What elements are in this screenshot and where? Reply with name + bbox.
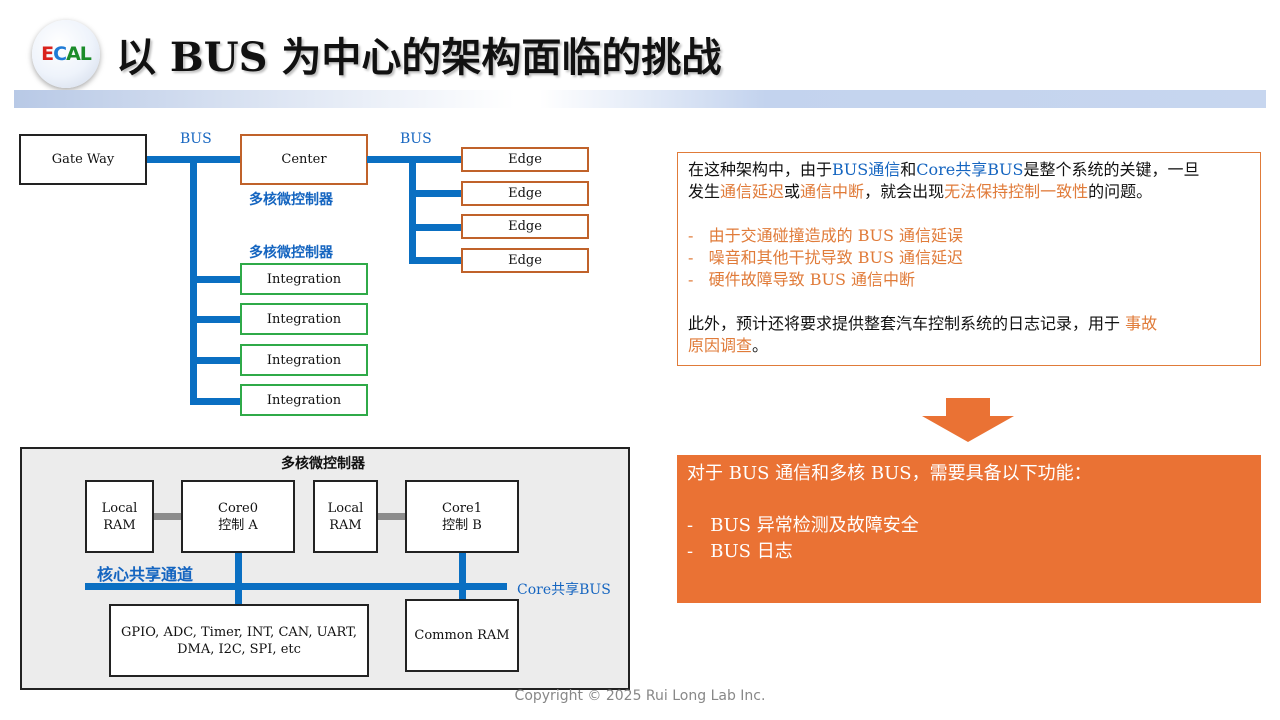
info-text: ，就会出现 (864, 182, 945, 201)
title-underline-bar (14, 90, 1266, 108)
bullet-item: - 硬件故障导致 BUS 通信中断 (688, 269, 1250, 291)
common-ram-label: Common RAM (414, 628, 510, 643)
highlight-delay: 通信延迟 (720, 182, 785, 201)
integration-box: Integration (240, 303, 368, 335)
edge-box: Edge (461, 181, 589, 206)
core-shared-bus (85, 583, 507, 590)
bullet-dash: - (687, 541, 711, 562)
bullet-text: 噪音和其他干扰导致 BUS 通信延迟 (708, 248, 964, 267)
info-line-4: 原因调查。 (688, 335, 1250, 357)
requirement-text: BUS 异常检测及故障安全 (710, 515, 919, 536)
bullet-dash: - (688, 248, 709, 267)
requirements-panel: 对于 BUS 通信和多核 BUS，需要具备以下功能： - BUS 异常检测及故障… (677, 455, 1261, 603)
page-title: 以 BUS 为中心的架构面临的挑战 (116, 34, 722, 81)
info-text: 。 (752, 336, 769, 355)
local-ram-b-label: Local RAM (327, 500, 364, 533)
highlight-interrupt: 通信中断 (800, 182, 865, 201)
bus-branch-integration-3 (190, 357, 242, 364)
core0-box: Core0 控制 A (181, 480, 295, 553)
integration-label: Integration (266, 392, 342, 408)
logo-letters-al: AL (66, 43, 92, 65)
mcu-title: 多核微控制器 (281, 456, 365, 472)
core0-bus-link (235, 553, 242, 605)
bullet-text: 由于交通碰撞造成的 BUS 通信延误 (708, 226, 964, 245)
integration-label: Integration (266, 271, 342, 287)
info-line-1: 在这种架构中，由于BUS通信和Core共享BUS是整个系统的关键，一旦 (688, 159, 1250, 181)
info-text: 的问题。 (1088, 182, 1153, 201)
info-line-3: 此外，预计还将要求提供整套汽车控制系统的日志记录，用于 事故 (688, 313, 1250, 335)
bus-trunk-edge (409, 156, 416, 264)
integration-caption: 多核微控制器 (249, 245, 333, 261)
peripherals-label: GPIO, ADC, Timer, INT, CAN, UART, DMA, I… (121, 624, 357, 657)
bus-branch-integration-2 (190, 316, 242, 323)
logo-letter-c: C (53, 43, 67, 65)
edge-box: Edge (461, 147, 589, 172)
gateway-label: Gate Way (51, 152, 115, 167)
bullet-dash: - (688, 226, 709, 245)
bullet-item: - 由于交通碰撞造成的 BUS 通信延误 (688, 225, 1250, 247)
edge-box: Edge (461, 214, 589, 239)
copyright-footer: Copyright © 2025 Rui Long Lab Inc. (514, 688, 766, 704)
core1-box: Core1 控制 B (405, 480, 519, 553)
highlight-accident: 事故 (1125, 314, 1158, 333)
edge-label: Edge (508, 152, 542, 167)
bus-label-right: BUS (400, 131, 432, 147)
center-label: Center (281, 152, 327, 167)
highlight-bus-comm: BUS通信 (832, 160, 901, 179)
integration-box: Integration (240, 344, 368, 376)
highlight-core-bus: Core共享BUS (916, 160, 1024, 179)
bus-branch-integration-4 (190, 398, 242, 405)
challenge-text-panel: 在这种架构中，由于BUS通信和Core共享BUS是整个系统的关键，一旦 发生通信… (677, 152, 1261, 366)
local-ram-b-box: Local RAM (313, 480, 378, 553)
center-box: Center (240, 134, 368, 185)
requirement-item: - BUS 异常检测及故障安全 (687, 513, 1251, 539)
info-text: 在这种架构中，由于 (688, 160, 833, 179)
local-ram-a-box: Local RAM (85, 480, 154, 553)
info-line-2: 发生通信延迟或通信中断，就会出现无法保持控制一致性的问题。 (688, 181, 1250, 203)
bus-branch-edge-3 (409, 224, 463, 231)
requirements-heading: 对于 BUS 通信和多核 BUS，需要具备以下功能： (687, 463, 1092, 484)
gateway-box: Gate Way (19, 134, 147, 185)
shared-channel-label: 核心共享通道 (97, 565, 194, 584)
center-caption: 多核微控制器 (249, 192, 333, 208)
highlight-consistency: 无法保持控制一致性 (944, 182, 1089, 201)
info-text: 和 (900, 160, 917, 179)
bus-branch-integration-1 (190, 276, 242, 283)
edge-label: Edge (508, 219, 542, 234)
info-text: 是整个系统的关键，一旦 (1023, 160, 1200, 179)
bus-branch-edge-2 (409, 190, 463, 197)
integration-label: Integration (266, 311, 342, 327)
core1-label: Core1 控制 B (442, 500, 482, 533)
core-bus-label: Core共享BUS (517, 582, 611, 598)
info-text: 发生 (688, 182, 721, 201)
bullet-text: 硬件故障导致 BUS 通信中断 (708, 270, 916, 289)
edge-label: Edge (508, 186, 542, 201)
integration-box: Integration (240, 263, 368, 295)
bullet-dash: - (687, 515, 711, 536)
bus-branch-edge-4 (409, 257, 463, 264)
info-text: 此外，预计还将要求提供整套汽车控制系统的日志记录，用于 (688, 314, 1126, 333)
bullet-dash: - (688, 270, 709, 289)
core0-label: Core0 控制 A (218, 500, 258, 533)
integration-label: Integration (266, 352, 342, 368)
logo-letter-e: E (41, 43, 54, 65)
edge-label: Edge (508, 253, 542, 268)
bullet-item: - 噪音和其他干扰导致 BUS 通信延迟 (688, 247, 1250, 269)
requirement-text: BUS 日志 (710, 541, 793, 562)
requirement-item: - BUS 日志 (687, 539, 1251, 565)
common-ram-box: Common RAM (405, 599, 519, 672)
edge-box: Edge (461, 248, 589, 273)
integration-box: Integration (240, 384, 368, 416)
highlight-cause: 原因调查 (688, 336, 753, 355)
peripherals-box: GPIO, ADC, Timer, INT, CAN, UART, DMA, I… (109, 604, 369, 677)
ram-core0-link (154, 513, 182, 520)
core1-bus-link (459, 553, 466, 600)
bus-label-left: BUS (180, 131, 212, 147)
ram-core1-link (378, 513, 406, 520)
local-ram-a-label: Local RAM (101, 500, 138, 533)
info-text: 或 (784, 182, 801, 201)
down-arrow-icon (922, 398, 1014, 442)
